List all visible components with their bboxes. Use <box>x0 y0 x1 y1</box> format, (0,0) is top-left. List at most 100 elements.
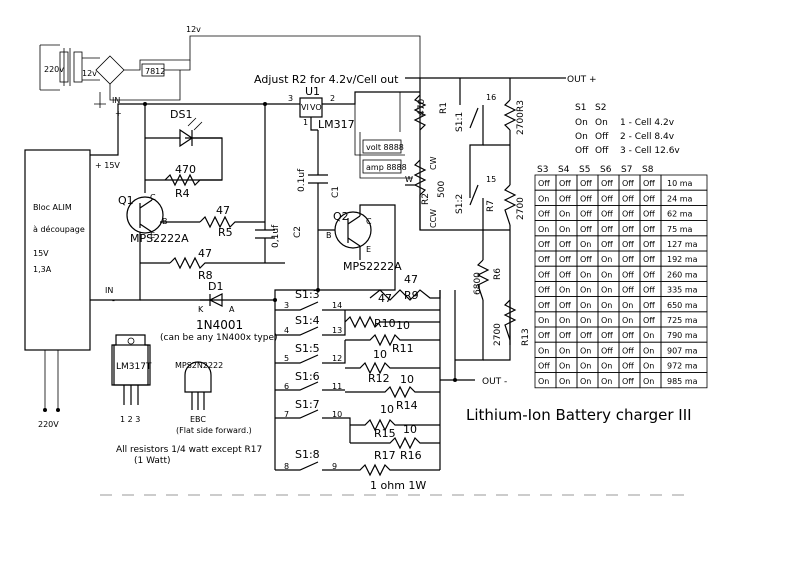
current-table-cell: Off <box>622 346 634 355</box>
current-table-cell: On <box>580 346 591 355</box>
r1-val: 470 <box>417 99 427 116</box>
current-table-ma: 127 ma <box>667 240 698 249</box>
current-table-cell: Off <box>643 210 655 219</box>
current-table-cell: On <box>580 286 591 295</box>
out-minus-label: OUT - <box>482 377 507 387</box>
current-table-cell: Off <box>601 240 613 249</box>
w-label: W <box>405 175 413 184</box>
lm317t-label: LM317T <box>116 362 152 372</box>
current-table-ma: 10 ma <box>667 179 693 188</box>
current-table-ma: 260 ma <box>667 270 698 279</box>
current-table-ma: 985 ma <box>667 377 698 386</box>
current-table-cell: Off <box>580 255 592 264</box>
lm317t-pins: 1 2 3 <box>120 415 140 424</box>
cell-desc: 2 - Cell 8.4v <box>620 132 675 142</box>
current-table-cell: Off <box>559 255 571 264</box>
current-table-cell: On <box>643 346 654 355</box>
current-table-cell: Off <box>559 301 571 310</box>
s1-7-pin7: 7 <box>284 410 289 419</box>
resistor-note-2: (1 Watt) <box>134 456 171 466</box>
current-table-cell: Off <box>559 240 571 249</box>
q1-label: Q1 <box>118 194 134 207</box>
s1-1-label: S1:1 <box>455 112 465 132</box>
cell-s2: Off <box>595 146 609 156</box>
q2-part-label: MPS2222A <box>343 260 402 273</box>
q2-c-label: C <box>366 217 372 226</box>
top-supply: 12v 220v 12v 7812 IN + <box>39 25 421 118</box>
amp-meter: amp 8888 <box>366 163 407 172</box>
r12-label: R12 <box>368 372 390 385</box>
current-table-cell: Off <box>643 255 655 264</box>
current-table-header: S6 <box>600 165 612 175</box>
current-table-cell: On <box>559 346 570 355</box>
bloc-alim: Bloc ALIM à découpage 15V 1,3A 220V + 15… <box>24 149 120 429</box>
current-table-cell: Off <box>601 346 613 355</box>
current-table-cell: On <box>538 194 549 203</box>
r11-val: 10 <box>396 319 410 332</box>
cell-row: Off Off 3 - Cell 12.6v <box>575 146 680 156</box>
current-table-cell: Off <box>538 362 550 371</box>
current-table-cell: Off <box>601 331 613 340</box>
current-table-cell: Off <box>622 255 634 264</box>
current-table-cell: On <box>559 286 570 295</box>
u1-label: U1 <box>305 85 320 98</box>
switch-bank: S1:3 3 14 47 R9 S1:4 4 13 47 R10 10 R11 … <box>275 273 441 492</box>
current-table-cell: On <box>580 316 591 325</box>
r5-label: R5 <box>218 226 233 239</box>
current-table-cell: Off <box>622 286 634 295</box>
current-table-cell: On <box>601 255 612 264</box>
r1-label: R1 <box>439 102 449 114</box>
q1-e-label: E <box>150 231 155 240</box>
current-table-cell: On <box>538 316 549 325</box>
current-table-cell: Off <box>538 179 550 188</box>
resistors: 470 R4 47 R5 47 R8 470 R1 500 R2 CW CCW … <box>164 94 531 346</box>
cell-row: On On 1 - Cell 4.2v <box>575 118 675 128</box>
current-table-cell: Off <box>622 270 634 279</box>
r4-val: 470 <box>175 163 196 176</box>
current-table-cell: Off <box>622 210 634 219</box>
pin3-label: 3 <box>288 94 293 103</box>
bloc-line2: à découpage <box>33 224 85 234</box>
current-table-cell: Off <box>643 179 655 188</box>
s1-3-pin3: 3 <box>284 301 289 310</box>
mps2n2222-package: MPS2N2222 EBC (Flat side forward.) <box>175 361 252 435</box>
v12-xfmr-label: 12v <box>82 69 97 78</box>
current-table-cell: On <box>538 377 549 386</box>
current-table-cell: On <box>580 240 591 249</box>
ds1-label: DS1 <box>170 108 192 121</box>
main-wiring <box>90 77 560 470</box>
s1-2-pin15: 15 <box>486 175 496 184</box>
current-table-cell: On <box>538 225 549 234</box>
cell-row: On Off 2 - Cell 8.4v <box>575 132 675 142</box>
current-table-cell: Off <box>580 331 592 340</box>
q1-transistor: Q1 B C E MPS2222A <box>118 193 189 245</box>
v12-top-label: 12v <box>186 25 201 34</box>
current-table-cell: Off <box>538 240 550 249</box>
lm317t-package: LM317T 1 2 3 <box>111 334 152 424</box>
r2-label: R2 <box>421 193 431 205</box>
current-table-cell: Off <box>643 316 655 325</box>
vi-label: VI <box>301 103 309 112</box>
r6-label: R6 <box>493 268 503 280</box>
current-table-cell: Off <box>559 331 571 340</box>
current-table-cell: Off <box>559 270 571 279</box>
v220-in-label: 220v <box>44 65 64 74</box>
current-table-cell: Off <box>559 179 571 188</box>
current-table-cell: Off <box>601 179 613 188</box>
d1-part-label: 1N4001 <box>196 318 243 332</box>
s1-6-label: S1:6 <box>295 370 320 383</box>
r17-label: R17 <box>374 449 396 462</box>
s1-8-label: S1:8 <box>295 448 320 461</box>
current-table-header: S7 <box>621 165 632 175</box>
r16-label: R16 <box>400 449 422 462</box>
current-table-cell: On <box>622 316 633 325</box>
v220-bottom-label: 220V <box>38 420 59 429</box>
r13-label: R13 <box>521 328 531 346</box>
s1-6-pin11: 11 <box>332 382 342 391</box>
r16-val: 10 <box>403 423 417 436</box>
